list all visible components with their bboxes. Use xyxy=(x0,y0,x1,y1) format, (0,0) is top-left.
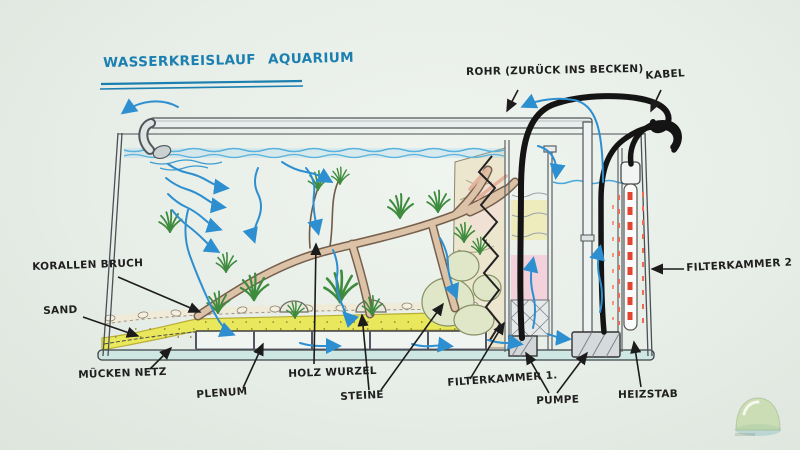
pump-2 xyxy=(571,331,621,358)
aquarium-dome-logo xyxy=(735,397,781,436)
label-heizstab: HEIZSTAB xyxy=(618,387,679,401)
return-pipe xyxy=(138,117,595,334)
label-pumpe: PUMPE xyxy=(536,393,580,407)
power-cables xyxy=(517,93,682,341)
title-underline xyxy=(99,79,304,90)
filter-media xyxy=(510,192,550,337)
zigzag-baffle xyxy=(477,155,502,341)
label-steine: STEINE xyxy=(340,388,385,403)
label-leader-arrows xyxy=(82,89,684,394)
mosquito-net xyxy=(103,331,197,345)
water-flow-arrows xyxy=(120,93,605,354)
label-sand: SAND xyxy=(43,303,78,317)
